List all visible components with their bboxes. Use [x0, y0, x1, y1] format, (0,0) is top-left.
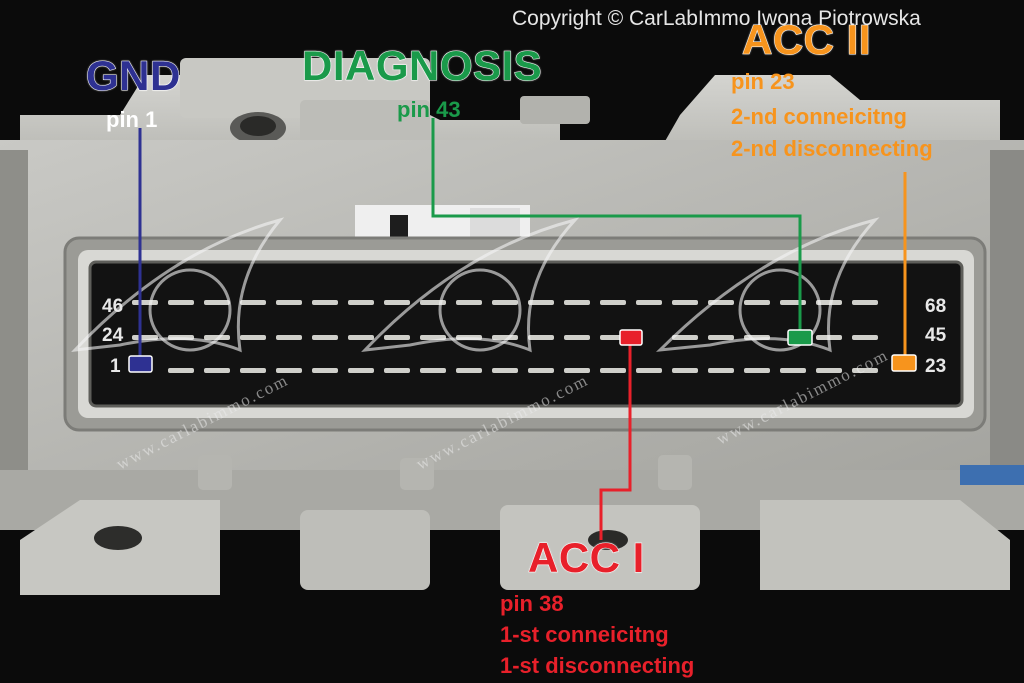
pin-row-number: 45	[925, 325, 947, 346]
acc1-pin-label: pin 38	[500, 591, 564, 616]
diagnosis-title: DIAGNOSIS	[301, 42, 543, 90]
acc2-pin-marker	[891, 354, 917, 372]
gnd-title: GND	[86, 52, 181, 100]
acc2-disconnecting-label: 2-nd disconnecting	[731, 136, 933, 161]
acc2-connecting-label: 2-nd conneicitng	[731, 104, 907, 129]
watermark-logo	[71, 217, 880, 353]
acc1-connecting-label: 1-st conneicitng	[500, 622, 669, 647]
pin-row-number: 24	[102, 325, 124, 346]
diagnosis-lead-line	[431, 118, 802, 333]
pin-row-number: 1	[110, 356, 121, 377]
acc2-pin-label: pin 23	[731, 69, 795, 94]
diagnosis-pin-marker	[787, 329, 813, 346]
acc1-disconnecting-label: 1-st disconnecting	[500, 653, 695, 678]
copyright-notice: Copyright © CarLabImmo Iwona Piotrowska	[512, 7, 921, 30]
diagnosis-pin-label: pin 43	[397, 97, 461, 122]
acc1-lead-line	[599, 344, 632, 540]
acc1-pin-marker	[619, 329, 643, 346]
pin-row-number: 23	[925, 356, 947, 377]
pin-row-number: 46	[102, 296, 124, 317]
gnd-pin-marker	[128, 355, 153, 373]
acc1-title: ACC I	[528, 534, 645, 582]
gnd-pin-label: pin 1	[106, 107, 158, 132]
pin-row-number: 68	[925, 296, 947, 317]
acc2-title: ACC II	[742, 16, 872, 64]
